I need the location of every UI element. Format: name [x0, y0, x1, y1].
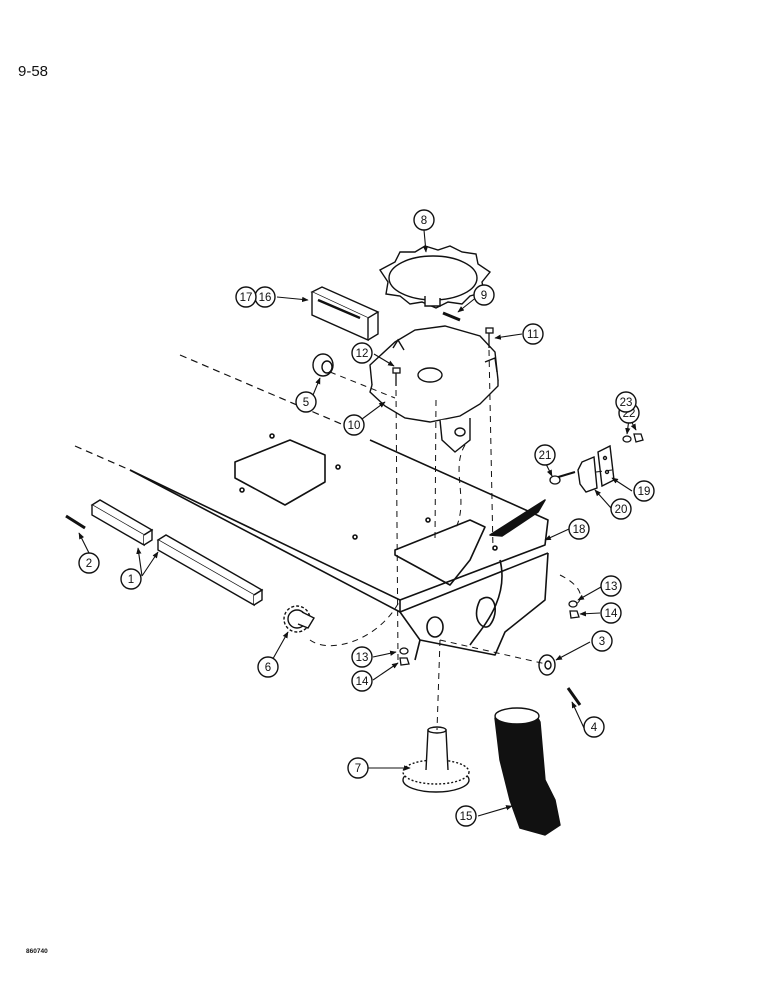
callout-14-center: 14	[351, 670, 373, 692]
main-frame	[74, 354, 549, 661]
part-3-washer	[538, 654, 556, 676]
svg-text:9: 9	[481, 290, 487, 302]
part-15-spout	[494, 707, 561, 836]
callout-16: 16	[254, 286, 276, 308]
page-number: 9-58	[18, 63, 49, 80]
svg-text:13: 13	[605, 581, 618, 593]
part-20-bracket	[577, 455, 598, 493]
part-12-bolt	[392, 367, 401, 386]
callout-4: 4	[583, 716, 605, 738]
callout-10: 10	[343, 414, 365, 436]
callout-15: 15	[455, 805, 477, 827]
callout-8: 8	[413, 209, 435, 231]
callout-1: 1	[120, 568, 142, 590]
svg-text:4: 4	[591, 722, 598, 734]
callout-21: 21	[534, 444, 556, 466]
svg-text:8: 8	[421, 215, 427, 227]
callout-5: 5	[295, 391, 317, 413]
callout-2: 2	[78, 552, 100, 574]
part-5-bushing	[312, 353, 334, 377]
svg-text:17: 17	[240, 292, 253, 304]
part-9-pin	[442, 311, 461, 322]
svg-text:20: 20	[615, 504, 628, 516]
svg-text:21: 21	[539, 450, 552, 462]
callout-17: 17	[235, 286, 257, 308]
svg-text:14: 14	[605, 608, 618, 620]
svg-text:2: 2	[86, 558, 92, 570]
part-22-washer	[622, 435, 632, 443]
part-8-sprocket-wheel	[378, 245, 492, 309]
svg-text:12: 12	[356, 348, 369, 360]
svg-text:10: 10	[348, 420, 361, 432]
part-23-nut	[633, 433, 644, 443]
assembly-lines	[309, 349, 613, 731]
callout-23: 23	[615, 391, 637, 413]
callout-11: 11	[522, 323, 544, 345]
part-6-sprocket	[283, 605, 315, 633]
part-4-pin	[566, 687, 582, 706]
part-1-square-bars	[90, 499, 264, 607]
svg-text:1: 1	[128, 574, 134, 586]
svg-text:7: 7	[355, 763, 361, 775]
svg-text:13: 13	[356, 652, 369, 664]
callout-3: 3	[591, 630, 613, 652]
svg-text:15: 15	[460, 811, 473, 823]
svg-text:11: 11	[527, 329, 539, 341]
callout-12: 12	[351, 342, 373, 364]
figure-code: 860740	[26, 948, 48, 955]
callout-18: 18	[568, 518, 590, 540]
svg-text:18: 18	[573, 524, 586, 536]
part-10-gearbox-housing	[369, 325, 499, 453]
callout-14-right: 14	[600, 602, 622, 624]
callout-19: 19	[633, 480, 655, 502]
part-21-bolt	[549, 471, 576, 485]
part-11-bolt	[485, 327, 494, 348]
svg-text:6: 6	[265, 662, 271, 674]
callout-13-center: 13	[351, 646, 373, 668]
svg-text:16: 16	[259, 292, 272, 304]
callout-13-right: 13	[600, 575, 622, 597]
part-16-17-block	[310, 286, 380, 342]
svg-text:3: 3	[599, 636, 605, 648]
svg-text:23: 23	[620, 397, 633, 409]
callout-7: 7	[347, 757, 369, 779]
parts-13-14-right	[568, 600, 580, 619]
part-2-pin	[65, 514, 86, 530]
callout-20: 20	[610, 498, 632, 520]
parts-13-14-center	[399, 647, 410, 666]
svg-text:19: 19	[638, 486, 651, 498]
callout-9: 9	[473, 284, 495, 306]
part-19-plate	[597, 444, 615, 488]
svg-text:14: 14	[356, 676, 369, 688]
callout-6: 6	[257, 656, 279, 678]
svg-text:5: 5	[303, 397, 309, 409]
part-7-bevel-gear	[402, 726, 470, 793]
